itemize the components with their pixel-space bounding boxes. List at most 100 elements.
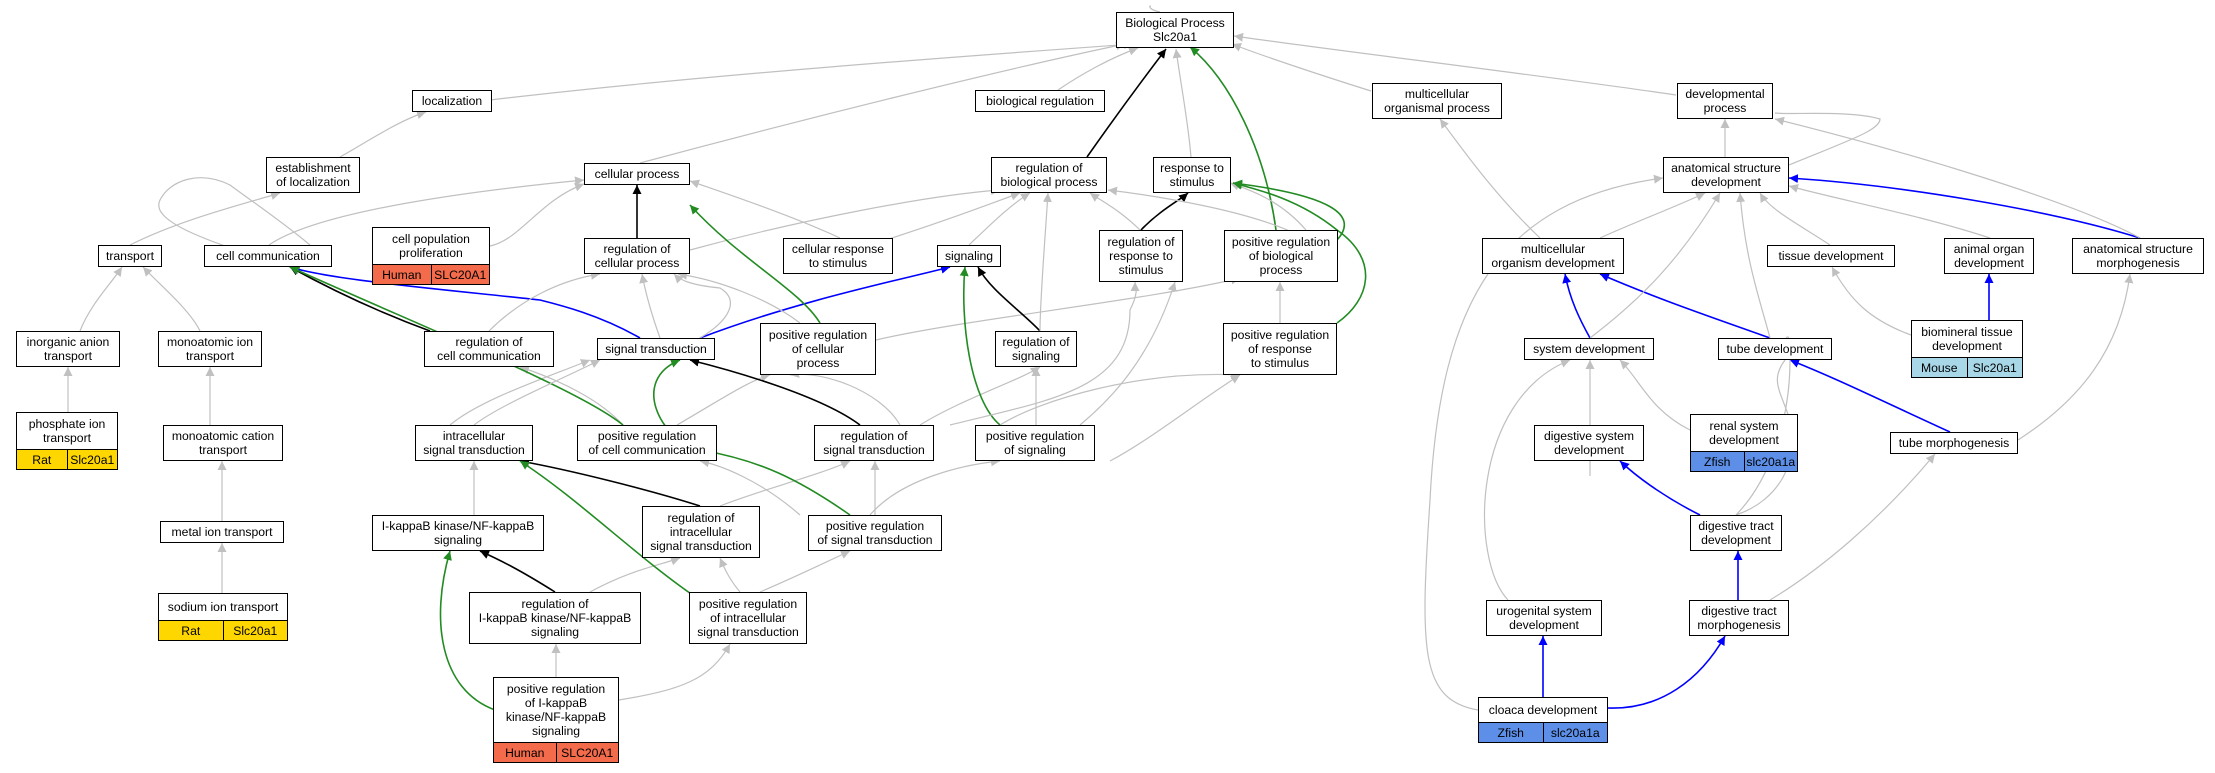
edge	[1789, 359, 1951, 433]
edge	[519, 458, 701, 507]
node-positive-regulation-of-ikappab-signaling[interactable]: positive regulation of I-kappaB kinase/N…	[493, 677, 619, 763]
edge	[1599, 273, 1771, 339]
node-positive-regulation-of-cell-communication[interactable]: positive regulation of cell communicatio…	[577, 425, 717, 461]
edge	[1589, 192, 1721, 339]
species-tag-mouse: Mouse	[1912, 358, 1967, 377]
node-signaling[interactable]: signaling	[937, 245, 1001, 267]
node-regulation-of-signaling[interactable]: regulation of signaling	[995, 331, 1077, 367]
node-regulation-of-signal-transduction[interactable]: regulation of signal transduction	[814, 425, 934, 461]
species-tag-rat: Rat	[159, 621, 223, 640]
node-cell-communication[interactable]: cell communication	[204, 245, 332, 267]
node-monoatomic-ion-transport[interactable]: monoatomic ion transport	[158, 331, 262, 367]
node-regulation-of-intracellular-signal-transduction[interactable]: regulation of intracellular signal trans…	[642, 506, 760, 558]
node-positive-regulation-of-biological-process[interactable]: positive regulation of biological proces…	[1224, 230, 1338, 282]
node-multicellular-organismal-process[interactable]: multicellular organismal process	[1372, 83, 1502, 119]
edge	[1619, 359, 1691, 431]
edge	[869, 191, 1021, 246]
edge	[1788, 184, 1991, 239]
node-regulation-of-ikappab-signaling[interactable]: regulation of I-kappaB kinase/NF-kappaB …	[469, 592, 641, 644]
gene-tag: Slc20a1	[222, 621, 287, 640]
node-regulation-of-cellular-process[interactable]: regulation of cellular process	[584, 238, 690, 274]
node-label: sodium ion transport	[167, 599, 279, 614]
node-biomineral-tissue-development[interactable]: biomineral tissue development Mouse Slc2…	[1911, 320, 2023, 378]
node-inorganic-anion-transport[interactable]: inorganic anion transport	[16, 331, 120, 367]
node-digestive-tract-morphogenesis[interactable]: digestive tract morphogenesis	[1689, 600, 1789, 636]
edge	[999, 370, 1241, 426]
node-intracellular-signal-transduction[interactable]: intracellular signal transduction	[415, 425, 533, 461]
annotation-tags: Human SLC20A1	[494, 742, 618, 762]
edge	[699, 264, 951, 339]
node-positive-regulation-of-cellular-process[interactable]: positive regulation of cellular process	[760, 323, 876, 375]
node-urogenital-system-development[interactable]: urogenital system development	[1486, 600, 1602, 636]
gene-tag: slc20a1a	[1542, 723, 1607, 742]
edge	[1735, 336, 1791, 516]
node-sodium-ion-transport[interactable]: sodium ion transport Rat Slc20a1	[158, 593, 288, 641]
node-response-to-stimulus[interactable]: response to stimulus	[1153, 157, 1231, 193]
node-cell-population-proliferation[interactable]: cell population proliferation Human SLC2…	[372, 227, 490, 285]
gene-tag: SLC20A1	[555, 743, 618, 762]
edge	[639, 41, 1126, 164]
node-positive-regulation-of-signaling[interactable]: positive regulation of signaling	[975, 425, 1095, 461]
node-positive-regulation-of-intracellular-signal-transduction[interactable]: positive regulation of intracellular sig…	[689, 592, 807, 644]
node-digestive-system-development[interactable]: digestive system development	[1534, 425, 1644, 461]
edge	[1039, 192, 1052, 332]
node-positive-regulation-of-signal-transduction[interactable]: positive regulation of signal transducti…	[808, 515, 942, 551]
node-anatomical-structure-development[interactable]: anatomical structure development	[1663, 157, 1789, 193]
edge	[79, 266, 123, 332]
node-regulation-of-response-to-stimulus[interactable]: regulation of response to stimulus	[1099, 230, 1183, 282]
edge	[519, 365, 624, 426]
edge	[479, 550, 556, 593]
edge	[676, 372, 771, 426]
node-cloaca-development[interactable]: cloaca development Zfish slc20a1a	[1478, 697, 1608, 743]
node-tube-development[interactable]: tube development	[1718, 338, 1832, 360]
gene-tag: Slc20a1	[66, 450, 117, 469]
edge	[489, 182, 585, 247]
node-renal-system-development[interactable]: renal system development Zfish slc20a1a	[1690, 414, 1798, 472]
edge	[1483, 359, 1571, 601]
node-localization[interactable]: localization	[412, 90, 492, 112]
node-animal-organ-development[interactable]: animal organ development	[1944, 238, 2034, 274]
node-tissue-development[interactable]: tissue development	[1767, 245, 1895, 267]
node-transport[interactable]: transport	[98, 245, 162, 267]
edge	[1057, 46, 1139, 91]
edge	[968, 192, 1031, 246]
node-signal-transduction[interactable]: signal transduction	[597, 338, 715, 360]
node-monoatomic-cation-transport[interactable]: monoatomic cation transport	[163, 425, 283, 461]
node-biological-regulation[interactable]: biological regulation	[975, 90, 1105, 112]
node-positive-regulation-of-response-to-stimulus[interactable]: positive regulation of response to stimu…	[1223, 323, 1337, 375]
node-cellular-response-to-stimulus[interactable]: cellular response to stimulus	[783, 238, 893, 274]
node-cellular-process[interactable]: cellular process	[584, 163, 690, 185]
node-multicellular-organism-development[interactable]: multicellular organism development	[1482, 238, 1624, 274]
edge	[1079, 281, 1177, 426]
edge	[1140, 192, 1189, 231]
node-tube-morphogenesis[interactable]: tube morphogenesis	[1890, 432, 2018, 454]
edge	[689, 179, 841, 239]
edge	[1233, 32, 1677, 96]
edge	[699, 458, 801, 516]
edge	[473, 359, 601, 426]
edge	[2017, 273, 2134, 441]
annotation-tags: Zfish slc20a1a	[1691, 451, 1797, 471]
edge	[869, 457, 1001, 516]
edge	[639, 273, 661, 339]
node-biological-process-root[interactable]: Biological Process Slc20a1	[1116, 12, 1234, 48]
edge	[1769, 453, 1936, 601]
node-phosphate-ion-transport[interactable]: phosphate ion transport Rat Slc20a1	[16, 412, 118, 470]
edge	[1189, 46, 1277, 231]
node-anatomical-structure-morphogenesis[interactable]: anatomical structure morphogenesis	[2072, 238, 2204, 274]
node-developmental-process[interactable]: developmental process	[1677, 83, 1773, 119]
node-digestive-tract-development[interactable]: digestive tract development	[1690, 515, 1782, 551]
edge	[1599, 192, 1706, 239]
annotation-tags: Zfish slc20a1a	[1479, 722, 1607, 742]
edge	[719, 460, 851, 507]
annotation-tags: Rat Slc20a1	[159, 620, 287, 640]
node-system-development[interactable]: system development	[1524, 338, 1654, 360]
edge	[519, 460, 701, 601]
node-metal-ion-transport[interactable]: metal ion transport	[160, 521, 284, 543]
node-regulation-of-cell-communication[interactable]: regulation of cell communication	[424, 331, 554, 367]
node-regulation-of-biological-process[interactable]: regulation of biological process	[991, 157, 1107, 193]
species-tag-human: Human	[373, 265, 431, 284]
node-establishment-of-localization[interactable]: establishment of localization	[266, 157, 360, 193]
node-ikappab-signaling[interactable]: I-kappaB kinase/NF-kappaB signaling	[372, 515, 544, 551]
edge	[1424, 174, 1664, 711]
